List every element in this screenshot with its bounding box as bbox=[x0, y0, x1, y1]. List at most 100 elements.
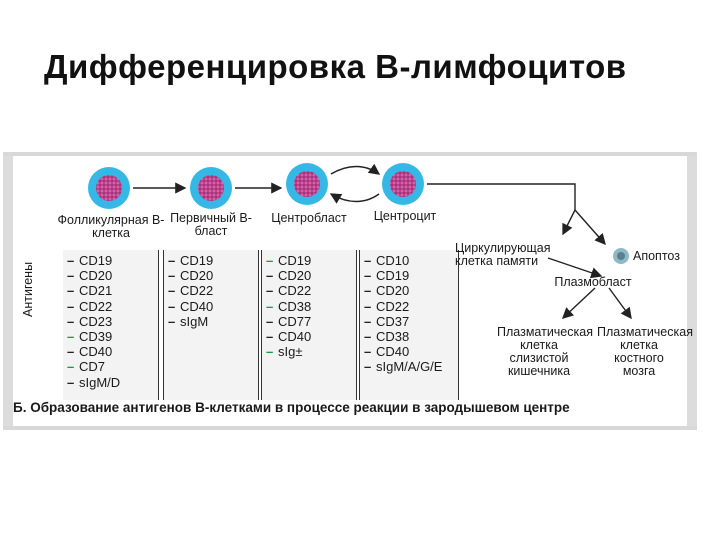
antigen-column-centrocyte: –CD10–CD19–CD20–CD22–CD37–CD38–CD40–sIgM… bbox=[359, 250, 459, 400]
antigen-marker: – bbox=[67, 283, 75, 299]
cell-icon-centroblast bbox=[286, 163, 328, 205]
antigen-marker: – bbox=[364, 253, 372, 268]
antigen-marker: – bbox=[266, 268, 274, 284]
antigen-item: –CD23 bbox=[67, 314, 158, 329]
antigen-marker: – bbox=[364, 313, 372, 329]
antigen-label: CD40 bbox=[79, 344, 113, 360]
plasmablast-label: Плазмобласт bbox=[554, 275, 632, 289]
antigen-item: –CD20 bbox=[67, 268, 158, 283]
apoptosis-label: Апоптоз bbox=[633, 249, 680, 263]
memory-cell-label: Циркулирующая клетка памяти bbox=[455, 241, 551, 268]
antigen-marker: – bbox=[168, 313, 176, 329]
antigen-label: CD77 bbox=[278, 313, 312, 329]
antigen-marker: – bbox=[364, 344, 372, 360]
antigen-item: –CD22 bbox=[266, 283, 356, 298]
antigen-label: CD21 bbox=[79, 283, 113, 299]
scan-edge-top bbox=[3, 152, 697, 156]
antigen-marker: – bbox=[67, 359, 75, 375]
antigen-label: CD20 bbox=[79, 268, 113, 284]
antigen-label: CD20 bbox=[278, 268, 312, 284]
cell-icon-primary-blast bbox=[190, 167, 232, 209]
scan-edge-bottom bbox=[3, 426, 697, 430]
antigen-label: CD40 bbox=[180, 298, 214, 314]
antigen-item: –CD10 bbox=[364, 253, 458, 268]
antigen-label: CD40 bbox=[278, 329, 312, 345]
antigen-marker: – bbox=[266, 329, 274, 345]
antigen-item: –CD38 bbox=[364, 329, 458, 344]
antigen-marker: – bbox=[168, 298, 176, 314]
arrow-icon bbox=[133, 163, 632, 320]
antigen-marker: – bbox=[168, 253, 176, 268]
cell-icon-centrocyte bbox=[382, 163, 424, 205]
antigen-label: sIgM/A/G/E bbox=[376, 359, 443, 375]
antigen-item: –CD22 bbox=[67, 299, 158, 314]
antigen-marker: – bbox=[168, 283, 176, 299]
differentiation-diagram: Фолликулярная В-клетка Первичный В-бласт… bbox=[3, 152, 697, 430]
antigen-item: –CD21 bbox=[67, 283, 158, 298]
antigen-item: –CD22 bbox=[364, 299, 458, 314]
cell-icon-follicular bbox=[88, 167, 130, 209]
antigen-marker: – bbox=[67, 298, 75, 314]
antigen-marker: – bbox=[364, 298, 372, 314]
antigen-marker: – bbox=[364, 283, 372, 299]
antigen-label: CD22 bbox=[180, 283, 214, 299]
antigen-label: CD40 bbox=[376, 344, 410, 360]
antigen-item: –CD19 bbox=[364, 268, 458, 283]
antigen-label: CD22 bbox=[376, 298, 410, 314]
antigen-item: –CD20 bbox=[168, 268, 258, 283]
antigen-marker: – bbox=[67, 344, 75, 360]
antigen-item: –CD22 bbox=[168, 283, 258, 298]
stage-label-follicular: Фолликулярная В-клетка bbox=[57, 213, 165, 240]
antigen-axis-label: Антигены bbox=[21, 261, 35, 317]
figure-caption: Б. Образование антигенов В-клетками в пр… bbox=[13, 400, 570, 415]
antigen-item: –sIgM/A/G/E bbox=[364, 359, 458, 374]
antigen-label: CD22 bbox=[278, 283, 312, 299]
antigen-label: sIg± bbox=[278, 344, 303, 360]
stage-label-centroblast: Центробласт bbox=[271, 211, 347, 225]
antigen-label: CD19 bbox=[180, 253, 214, 268]
antigen-item: –CD19 bbox=[168, 253, 258, 268]
antigen-item: –CD19 bbox=[67, 253, 158, 268]
antigen-marker: – bbox=[266, 344, 274, 360]
antigen-item: –CD19 bbox=[266, 253, 356, 268]
antigen-label: sIgM/D bbox=[79, 374, 121, 390]
antigen-marker: – bbox=[67, 253, 75, 268]
antigen-marker: – bbox=[364, 268, 372, 284]
antigen-marker: – bbox=[67, 313, 75, 329]
antigen-label: sIgM bbox=[180, 313, 209, 329]
antigen-label: CD37 bbox=[376, 313, 410, 329]
antigen-item: –CD37 bbox=[364, 314, 458, 329]
antigen-item: –CD40 bbox=[168, 299, 258, 314]
antigen-item: –sIgM/D bbox=[67, 375, 158, 390]
antigen-item: –CD40 bbox=[364, 344, 458, 359]
stage-label-primary-blast: Первичный В-бласт bbox=[170, 211, 252, 238]
scan-edge-left bbox=[3, 152, 13, 430]
antigen-item: –CD77 bbox=[266, 314, 356, 329]
plasma-cell-marrow-label: Плазматическая клетка костного мозга bbox=[597, 325, 693, 378]
antigen-marker: – bbox=[266, 283, 274, 299]
antigen-item: –sIg± bbox=[266, 344, 356, 359]
stage-label-centrocyte: Центроцит bbox=[373, 209, 437, 223]
antigen-marker: – bbox=[67, 374, 75, 390]
antigen-marker: – bbox=[266, 253, 274, 268]
antigen-label: CD7 bbox=[79, 359, 106, 375]
antigen-marker: – bbox=[67, 268, 75, 284]
antigen-column-centroblast: –CD19–CD20–CD22–CD38–CD77–CD40–sIg± bbox=[261, 250, 357, 400]
antigen-marker: – bbox=[168, 268, 176, 284]
antigen-label: CD19 bbox=[278, 253, 312, 268]
antigen-item: –sIgM bbox=[168, 314, 258, 329]
apoptosis-icon bbox=[613, 248, 629, 264]
antigen-label: CD39 bbox=[79, 329, 113, 345]
antigen-item: –CD20 bbox=[364, 283, 458, 298]
antigen-item: –CD38 bbox=[266, 299, 356, 314]
antigen-label: CD38 bbox=[278, 298, 312, 314]
antigen-item: –CD20 bbox=[266, 268, 356, 283]
antigen-marker: – bbox=[364, 329, 372, 345]
antigen-label: CD23 bbox=[79, 313, 113, 329]
antigen-item: –CD7 bbox=[67, 359, 158, 374]
diagram-graphics bbox=[88, 163, 632, 320]
antigen-marker: – bbox=[364, 359, 372, 375]
antigen-label: CD19 bbox=[376, 268, 410, 284]
antigen-item: –CD40 bbox=[266, 329, 356, 344]
antigen-column-primary-blast: –CD19–CD20–CD22–CD40–sIgM bbox=[163, 250, 259, 400]
